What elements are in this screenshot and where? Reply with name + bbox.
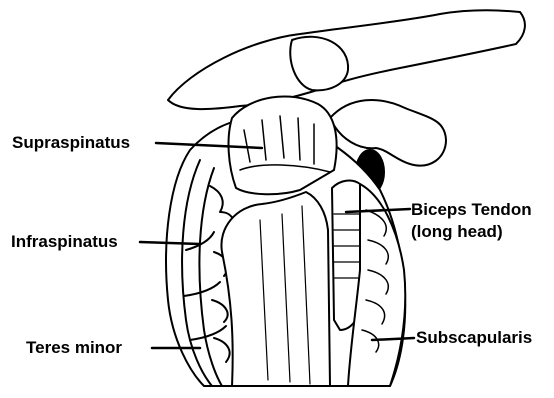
label-subscapularis: Subscapularis bbox=[416, 328, 532, 348]
label-biceps-tendon: Biceps Tendon (long head) bbox=[411, 199, 532, 243]
label-infraspinatus: Infraspinatus bbox=[11, 232, 118, 252]
humerus-bone bbox=[221, 192, 330, 386]
label-biceps-line1: Biceps Tendon bbox=[411, 199, 532, 221]
label-biceps-line2: (long head) bbox=[411, 221, 532, 243]
label-supraspinatus: Supraspinatus bbox=[12, 133, 130, 153]
label-teres-minor: Teres minor bbox=[26, 338, 122, 358]
